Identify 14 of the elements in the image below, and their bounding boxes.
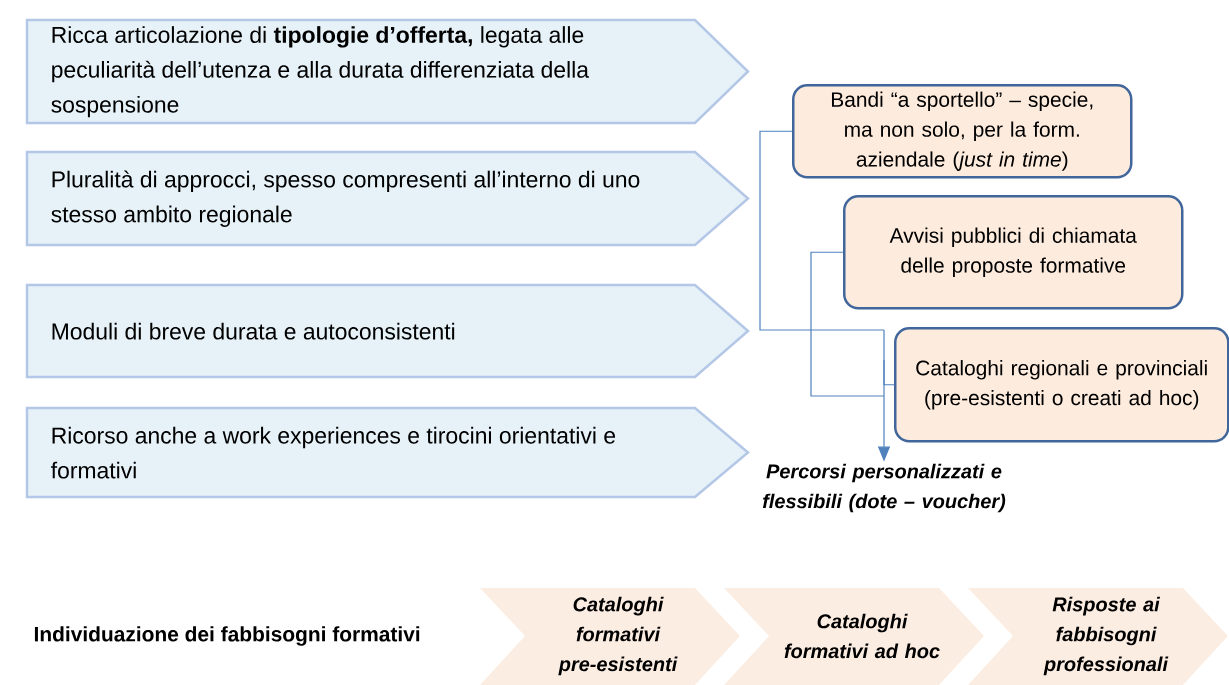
arrow-box: Moduli di breve durata e autoconsistenti — [25, 283, 750, 379]
connector-line — [810, 251, 885, 397]
arrow-box: Ricorso anche a work experiences e tirocini orientativi e formativi — [25, 406, 750, 499]
rounded-box: Avvisi pubblici di chiamata delle proposte formative — [843, 195, 1184, 310]
arrow-box: Ricca articolazione di tipologie d’offerta, legata alle peculiarità dell’utenza e alla durata differenziata della sospensione — [25, 18, 750, 125]
process-step: Risposte ai fabbisogni professionali — [968, 588, 1228, 685]
process-step: Cataloghi formativi ad hoc — [724, 588, 984, 685]
connector-line — [759, 130, 885, 331]
rounded-box: Bandi “a sportello” – specie, ma non solo, per la form. aziendale (just in time) — [792, 84, 1133, 179]
process-step: Cataloghi formativi pre-esistenti — [480, 588, 740, 685]
rounded-box: Cataloghi regionali e provinciali (pre-esistenti o creati ad hoc) — [894, 327, 1229, 443]
arrow-box: Pluralità di approcci, spesso compresenti all’interno di uno stesso ambito regionale — [25, 150, 750, 247]
caption-text: Percorsi personalizzati e flessibili (dote – voucher) — [762, 463, 1006, 513]
label-text: Individuazione dei fabbisogni formativi — [34, 626, 420, 646]
